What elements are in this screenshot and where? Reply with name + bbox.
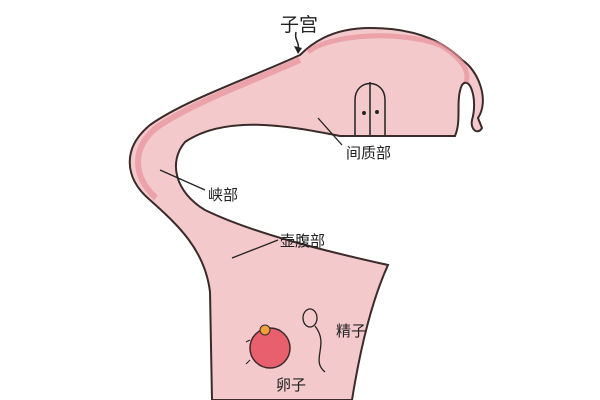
label-isthmus: 峡部 [208, 186, 239, 204]
label-ampulla: 壶腹部 [280, 232, 326, 250]
label-egg: 卵子 [276, 376, 307, 394]
sperm-icon [302, 308, 326, 373]
uterus-opening-icon [354, 82, 386, 135]
isthmus-pointer [159, 169, 206, 191]
ampulla-pointer [231, 239, 279, 259]
egg-icon [245, 324, 291, 369]
uterus-edge-shading [306, 33, 470, 83]
label-sperm: 精子 [336, 322, 367, 340]
label-uterus: 子宫 [280, 14, 319, 36]
interstitial-pointer [317, 117, 343, 146]
fallopian-tube-shape [128, 26, 484, 400]
tube-edge-shading [135, 57, 302, 201]
label-interstitial: 间质部 [346, 144, 392, 162]
